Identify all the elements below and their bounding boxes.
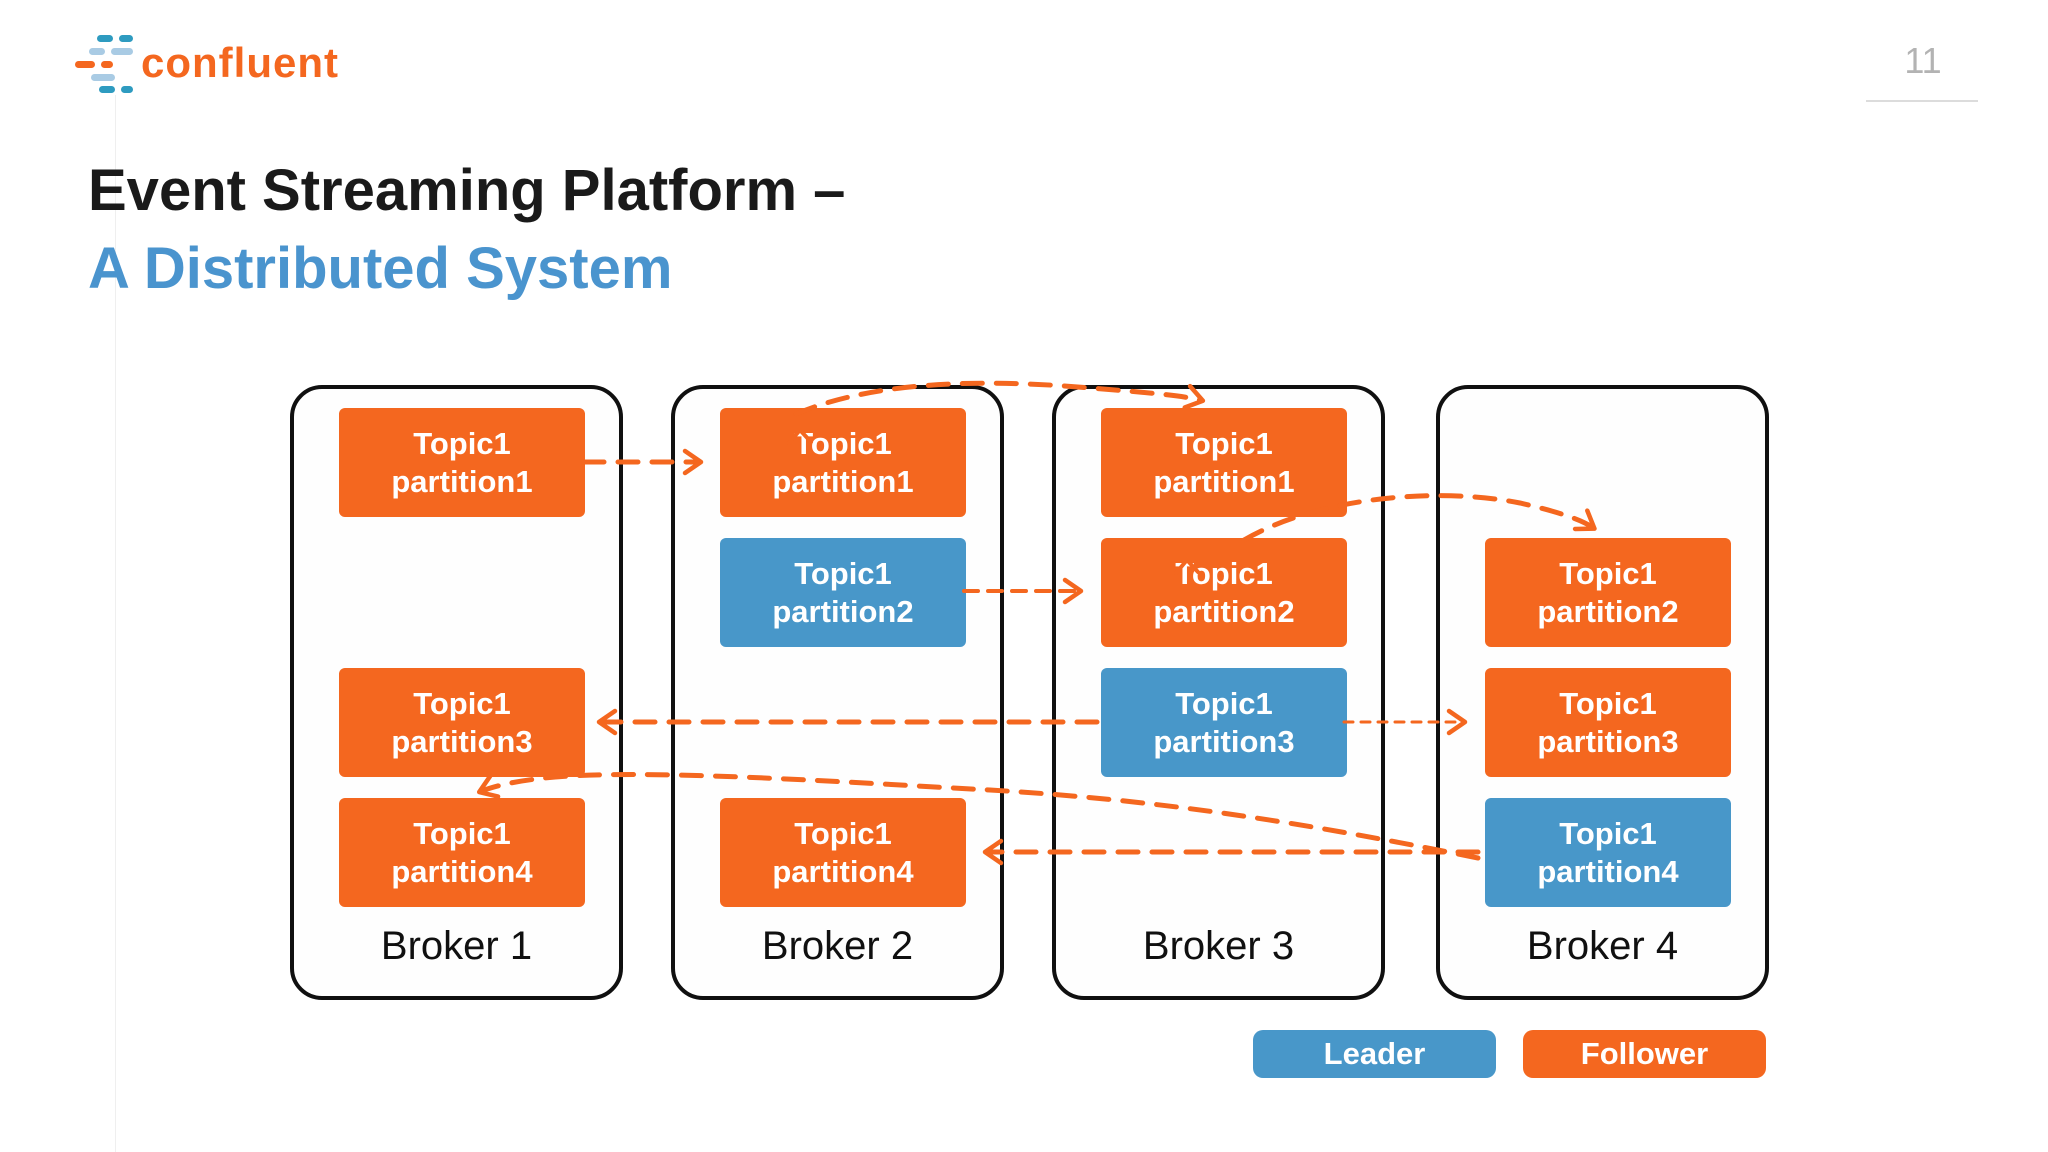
broker1-topic1-partition3-box: Topic1 partition3 xyxy=(339,668,585,777)
partition-box-line2: partition1 xyxy=(1153,463,1295,499)
partition-box-line2: partition3 xyxy=(1537,723,1679,759)
partition-box-line1: Topic1 xyxy=(1175,685,1273,721)
partition-box-line1: Topic1 xyxy=(413,425,511,461)
partition-box-line1: Topic1 xyxy=(794,425,892,461)
broker-1-label: Broker 1 xyxy=(380,924,533,968)
slide-edge-line xyxy=(115,95,116,1152)
partition-box-line2: partition2 xyxy=(1537,593,1679,629)
partition-box-line1: Topic1 xyxy=(413,815,511,851)
broker2-topic1-partition1-box: Topic1 partition1 xyxy=(720,408,966,517)
partition-box-line1: Topic1 xyxy=(794,815,892,851)
broker1-topic1-partition4-box: Topic1 partition4 xyxy=(339,798,585,907)
broker-3-label: Broker 3 xyxy=(1142,924,1295,968)
broker2-topic1-partition4-box: Topic1 partition4 xyxy=(720,798,966,907)
page-number-underline xyxy=(1866,100,1978,102)
partition-box-line2: partition2 xyxy=(772,593,914,629)
partition-box-line2: partition4 xyxy=(772,853,914,889)
legend-follower: Follower xyxy=(1523,1030,1766,1078)
partition-box-line2: partition1 xyxy=(772,463,914,499)
partition-box-line1: Topic1 xyxy=(1175,555,1273,591)
partition-box-line1: Topic1 xyxy=(794,555,892,591)
broker3-topic1-partition1-box: Topic1 partition1 xyxy=(1101,408,1347,517)
broker-4-container: Topic1 partition2 Topic1 partition3 Topi… xyxy=(1436,385,1769,1000)
partition-box-line2: partition4 xyxy=(391,853,533,889)
broker-2-label: Broker 2 xyxy=(761,924,914,968)
broker4-topic1-partition2-box: Topic1 partition2 xyxy=(1485,538,1731,647)
legend-follower-label: Follower xyxy=(1580,1036,1709,1071)
partition-box-line1: Topic1 xyxy=(413,685,511,721)
partition-box-line1: Topic1 xyxy=(1559,685,1657,721)
confluent-logo-icon xyxy=(75,33,141,93)
confluent-logo-text: confluent xyxy=(141,39,339,86)
broker2-topic1-partition2-box: Topic1 partition2 xyxy=(720,538,966,647)
broker-2-container: Topic1 partition1 Topic1 partition2 Topi… xyxy=(671,385,1004,1000)
partition-box-line1: Topic1 xyxy=(1559,555,1657,591)
page-number: 11 xyxy=(1904,40,1942,81)
legend-leader-label: Leader xyxy=(1323,1036,1426,1071)
partition-box-line2: partition4 xyxy=(1537,853,1679,889)
broker-1-container: Topic1 partition1 Topic1 partition3 Topi… xyxy=(290,385,623,1000)
broker4-topic1-partition4-box: Topic1 partition4 xyxy=(1485,798,1731,907)
partition-box-line2: partition1 xyxy=(391,463,533,499)
partition-box-line1: Topic1 xyxy=(1175,425,1273,461)
slide-title-line2: A Distributed System xyxy=(88,236,673,301)
partition-box-line2: partition3 xyxy=(1153,723,1295,759)
partition-box-line2: partition2 xyxy=(1153,593,1295,629)
slide-title-line1: Event Streaming Platform – xyxy=(88,158,846,223)
confluent-logo: confluent xyxy=(75,32,339,94)
broker3-topic1-partition2-box: Topic1 partition2 xyxy=(1101,538,1347,647)
partition-box-line1: Topic1 xyxy=(1559,815,1657,851)
broker3-topic1-partition3-box: Topic1 partition3 xyxy=(1101,668,1347,777)
legend-leader: Leader xyxy=(1253,1030,1496,1078)
broker-4-label: Broker 4 xyxy=(1526,924,1679,968)
broker4-topic1-partition3-box: Topic1 partition3 xyxy=(1485,668,1731,777)
broker-3-container: Topic1 partition1 Topic1 partition2 Topi… xyxy=(1052,385,1385,1000)
broker1-topic1-partition1-box: Topic1 partition1 xyxy=(339,408,585,517)
slide-title: Event Streaming Platform – A Distributed… xyxy=(88,152,845,308)
partition-box-line2: partition3 xyxy=(391,723,533,759)
